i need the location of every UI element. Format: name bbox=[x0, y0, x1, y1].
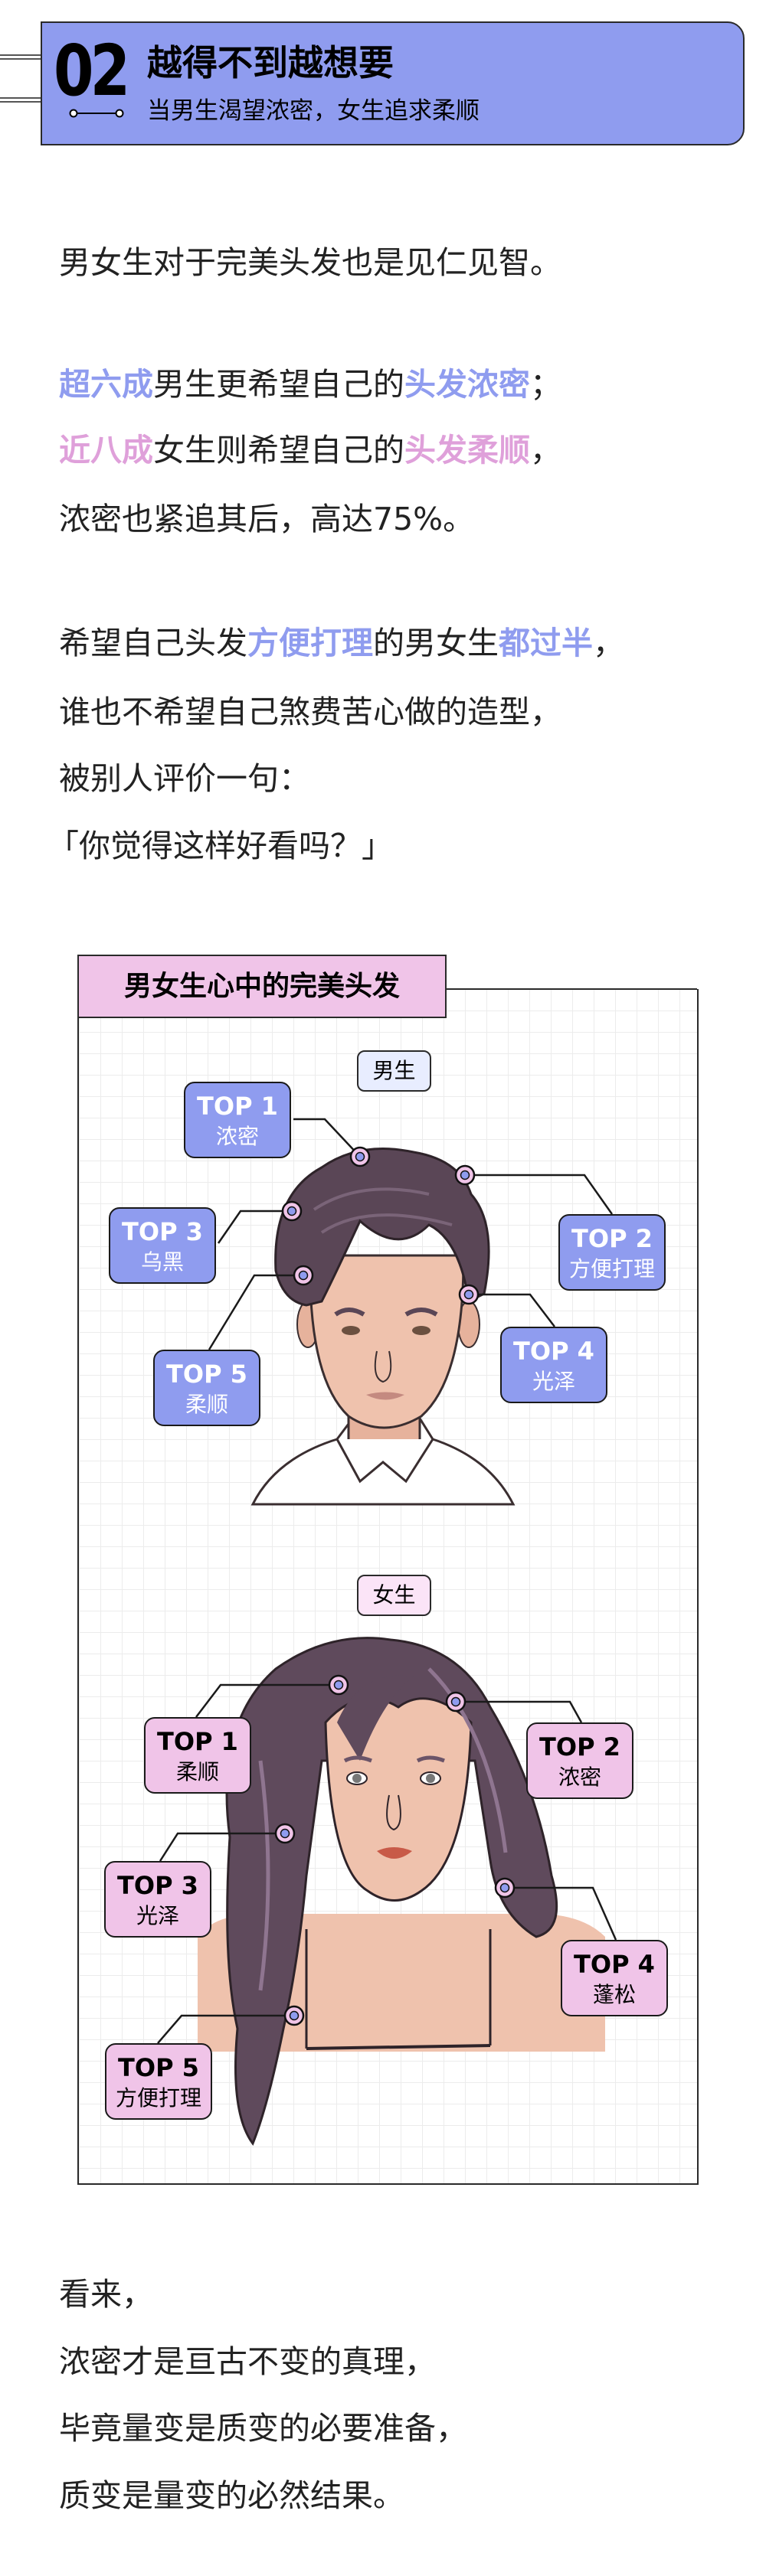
conclusion-line: 看来， bbox=[59, 2276, 153, 2313]
female-rank-tag: TOP 1 柔顺 bbox=[144, 1717, 251, 1794]
value: 浓密 bbox=[558, 1765, 601, 1790]
female-rank-tag: TOP 5 方便打理 bbox=[105, 2043, 212, 2120]
text: 女生则希望自己的 bbox=[153, 432, 404, 469]
decor-line bbox=[0, 101, 41, 103]
intro-line: 浓密也紧追其后，高达75%。 bbox=[59, 501, 475, 537]
female-rank-tag: TOP 2 浓密 bbox=[526, 1722, 633, 1799]
rank: TOP 3 bbox=[122, 1217, 203, 1246]
decor-line bbox=[0, 54, 41, 56]
rank: TOP 1 bbox=[157, 1727, 238, 1756]
value: 方便打理 bbox=[115, 2085, 201, 2111]
female-label: 女生 bbox=[357, 1575, 431, 1616]
marker-dot-icon bbox=[454, 1164, 476, 1186]
male-rank-tag: TOP 5 柔顺 bbox=[153, 1350, 260, 1426]
decor-line bbox=[0, 97, 41, 99]
rank: TOP 2 bbox=[539, 1732, 620, 1761]
intro-line: 近八成女生则希望自己的头发柔顺， bbox=[59, 416, 561, 484]
marker-dot-icon bbox=[283, 2005, 305, 2026]
connector-icon bbox=[69, 109, 124, 118]
intro-line: 男女生对于完美头发也是见仁见智。 bbox=[59, 244, 561, 281]
infographic-title: 男女生心中的完美头发 bbox=[77, 955, 447, 1018]
section-subtitle: 当男生渴望浓密，女生追求柔顺 bbox=[147, 97, 480, 125]
para-line: 被别人评价一句： bbox=[59, 760, 310, 797]
conclusion-line: 浓密才是亘古不变的真理， bbox=[59, 2343, 436, 2380]
highlight: 方便打理 bbox=[247, 625, 373, 661]
highlight: 超六成 bbox=[59, 366, 153, 403]
highlight: 头发柔顺 bbox=[404, 432, 530, 469]
female-rank-tag: TOP 3 光泽 bbox=[104, 1861, 211, 1938]
marker-dot-icon bbox=[349, 1146, 371, 1167]
male-rank-tag: TOP 1 浓密 bbox=[184, 1082, 291, 1158]
rank: TOP 2 bbox=[571, 1224, 653, 1253]
text: ， bbox=[593, 625, 624, 661]
value: 蓬松 bbox=[592, 1982, 636, 2007]
value: 柔顺 bbox=[185, 1392, 228, 1417]
text: ， bbox=[530, 432, 561, 469]
value: 浓密 bbox=[215, 1124, 259, 1149]
section-number: 02 bbox=[54, 30, 130, 112]
conclusion-line: 质变是量变的必然结果。 bbox=[59, 2477, 404, 2514]
para-line: 「你觉得这样好看吗？」 bbox=[47, 828, 393, 864]
conclusion-line: 毕竟量变是质变的必要准备， bbox=[59, 2410, 467, 2447]
rank: TOP 5 bbox=[118, 2053, 199, 2082]
section-title: 越得不到越想要 bbox=[147, 42, 394, 83]
value: 乌黑 bbox=[140, 1249, 184, 1275]
text: 男生更希望自己的 bbox=[153, 366, 404, 403]
para-line: 希望自己头发方便打理的男女生都过半， bbox=[59, 609, 624, 677]
male-rank-tag: TOP 2 方便打理 bbox=[558, 1214, 666, 1291]
marker-dot-icon bbox=[445, 1691, 466, 1712]
female-rank-tag: TOP 4 蓬松 bbox=[561, 1940, 668, 2016]
marker-dot-icon bbox=[328, 1674, 349, 1696]
rank: TOP 3 bbox=[117, 1871, 198, 1900]
rank: TOP 1 bbox=[197, 1092, 278, 1121]
value: 柔顺 bbox=[175, 1759, 219, 1784]
section-header bbox=[41, 21, 745, 145]
marker-dot-icon bbox=[458, 1284, 480, 1305]
highlight: 都过半 bbox=[499, 625, 593, 661]
text: 希望自己头发 bbox=[59, 625, 247, 661]
value: 光泽 bbox=[532, 1369, 575, 1394]
marker-dot-icon bbox=[281, 1200, 303, 1222]
male-rank-tag: TOP 4 光泽 bbox=[500, 1327, 607, 1403]
value: 光泽 bbox=[136, 1903, 179, 1928]
value: 方便打理 bbox=[568, 1256, 655, 1281]
female-portrait-illustration bbox=[198, 1637, 605, 2147]
male-rank-tag: TOP 3 乌黑 bbox=[109, 1207, 216, 1284]
male-portrait-illustration bbox=[250, 1148, 516, 1506]
rank: TOP 5 bbox=[166, 1360, 247, 1389]
highlight: 头发浓密 bbox=[404, 366, 530, 403]
male-label: 男生 bbox=[357, 1050, 431, 1092]
text: 的男女生 bbox=[373, 625, 499, 661]
rank: TOP 4 bbox=[513, 1337, 594, 1366]
marker-dot-icon bbox=[293, 1265, 314, 1286]
marker-dot-icon bbox=[494, 1877, 516, 1899]
intro-line: 超六成男生更希望自己的头发浓密； bbox=[59, 351, 561, 418]
marker-dots bbox=[274, 1146, 516, 2026]
para-line: 谁也不希望自己煞费苦心做的造型， bbox=[59, 694, 561, 730]
frame-top-border bbox=[446, 988, 697, 990]
marker-dot-icon bbox=[274, 1823, 296, 1844]
text: ； bbox=[530, 366, 561, 403]
connector-lines bbox=[157, 1118, 617, 2044]
rank: TOP 4 bbox=[574, 1950, 655, 1979]
highlight: 近八成 bbox=[59, 432, 153, 469]
decor-line bbox=[0, 58, 41, 60]
